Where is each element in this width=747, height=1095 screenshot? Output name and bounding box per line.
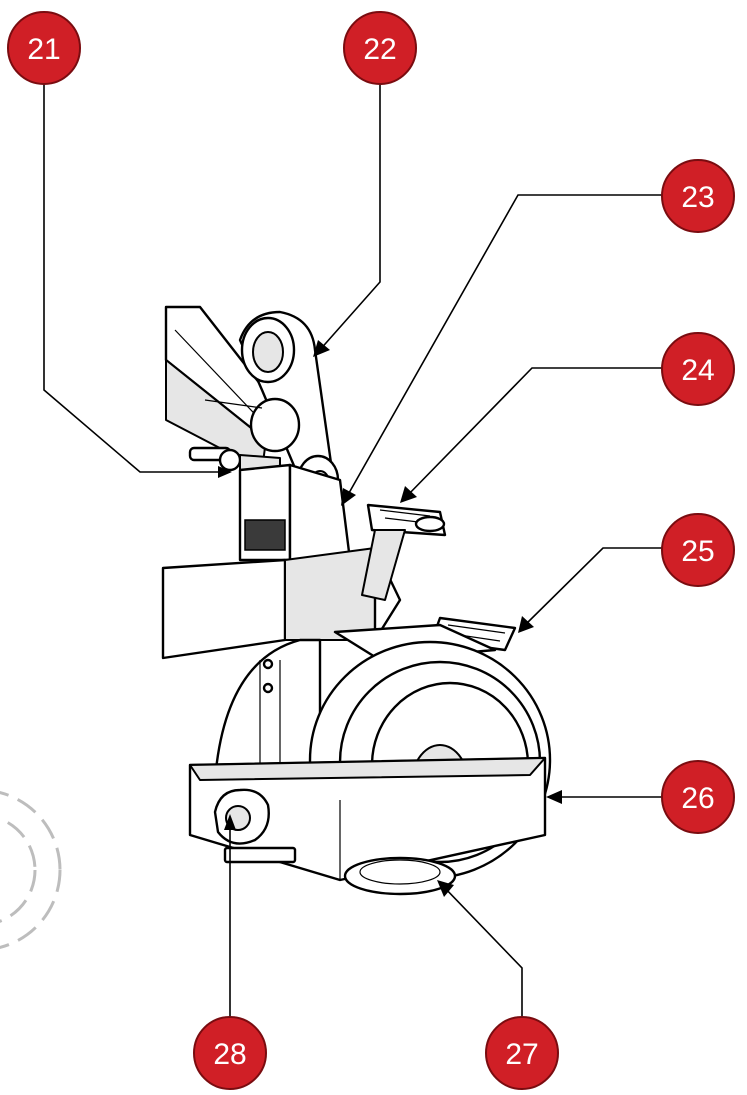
callout-25: 25 — [661, 513, 735, 587]
callout-label-22: 22 — [363, 33, 396, 66]
callout-27: 27 — [485, 1016, 559, 1090]
arm-cylinder — [204, 397, 301, 453]
leader-25 — [521, 547, 665, 629]
callout-28: 28 — [193, 1016, 267, 1090]
leader-27 — [441, 884, 523, 1023]
bottom-wheel — [343, 856, 457, 896]
lever-upper — [361, 503, 447, 601]
leader-lines — [43, 75, 665, 1023]
callout-26: 26 — [661, 760, 735, 834]
callout-label-26: 26 — [681, 782, 714, 815]
callout-23: 23 — [661, 159, 735, 233]
leader-21 — [43, 75, 230, 473]
arrow-23 — [341, 488, 356, 506]
arrow-25 — [518, 616, 534, 633]
arrow-27 — [437, 880, 454, 897]
callout-22: 22 — [343, 11, 417, 85]
leader-23 — [344, 194, 665, 501]
leader-24 — [404, 367, 665, 499]
callout-label-21: 21 — [27, 33, 60, 66]
callout-24: 24 — [661, 332, 735, 406]
horizontal-beam — [161, 546, 402, 660]
leader-22 — [317, 75, 381, 353]
callout-label-25: 25 — [681, 535, 714, 568]
callout-label-24: 24 — [681, 354, 714, 387]
arrow-24 — [400, 486, 417, 503]
callout-label-28: 28 — [213, 1038, 246, 1071]
arrow-22 — [313, 340, 330, 357]
assembly-drawing — [161, 305, 552, 896]
arrow-21 — [218, 466, 232, 478]
callout-label-23: 23 — [681, 181, 714, 214]
callout-21: 21 — [7, 11, 81, 85]
arrow-26 — [546, 790, 562, 804]
mount-block — [238, 463, 352, 562]
background-stamp — [0, 791, 62, 949]
callout-label-27: 27 — [505, 1038, 538, 1071]
arrow-28 — [224, 814, 236, 830]
